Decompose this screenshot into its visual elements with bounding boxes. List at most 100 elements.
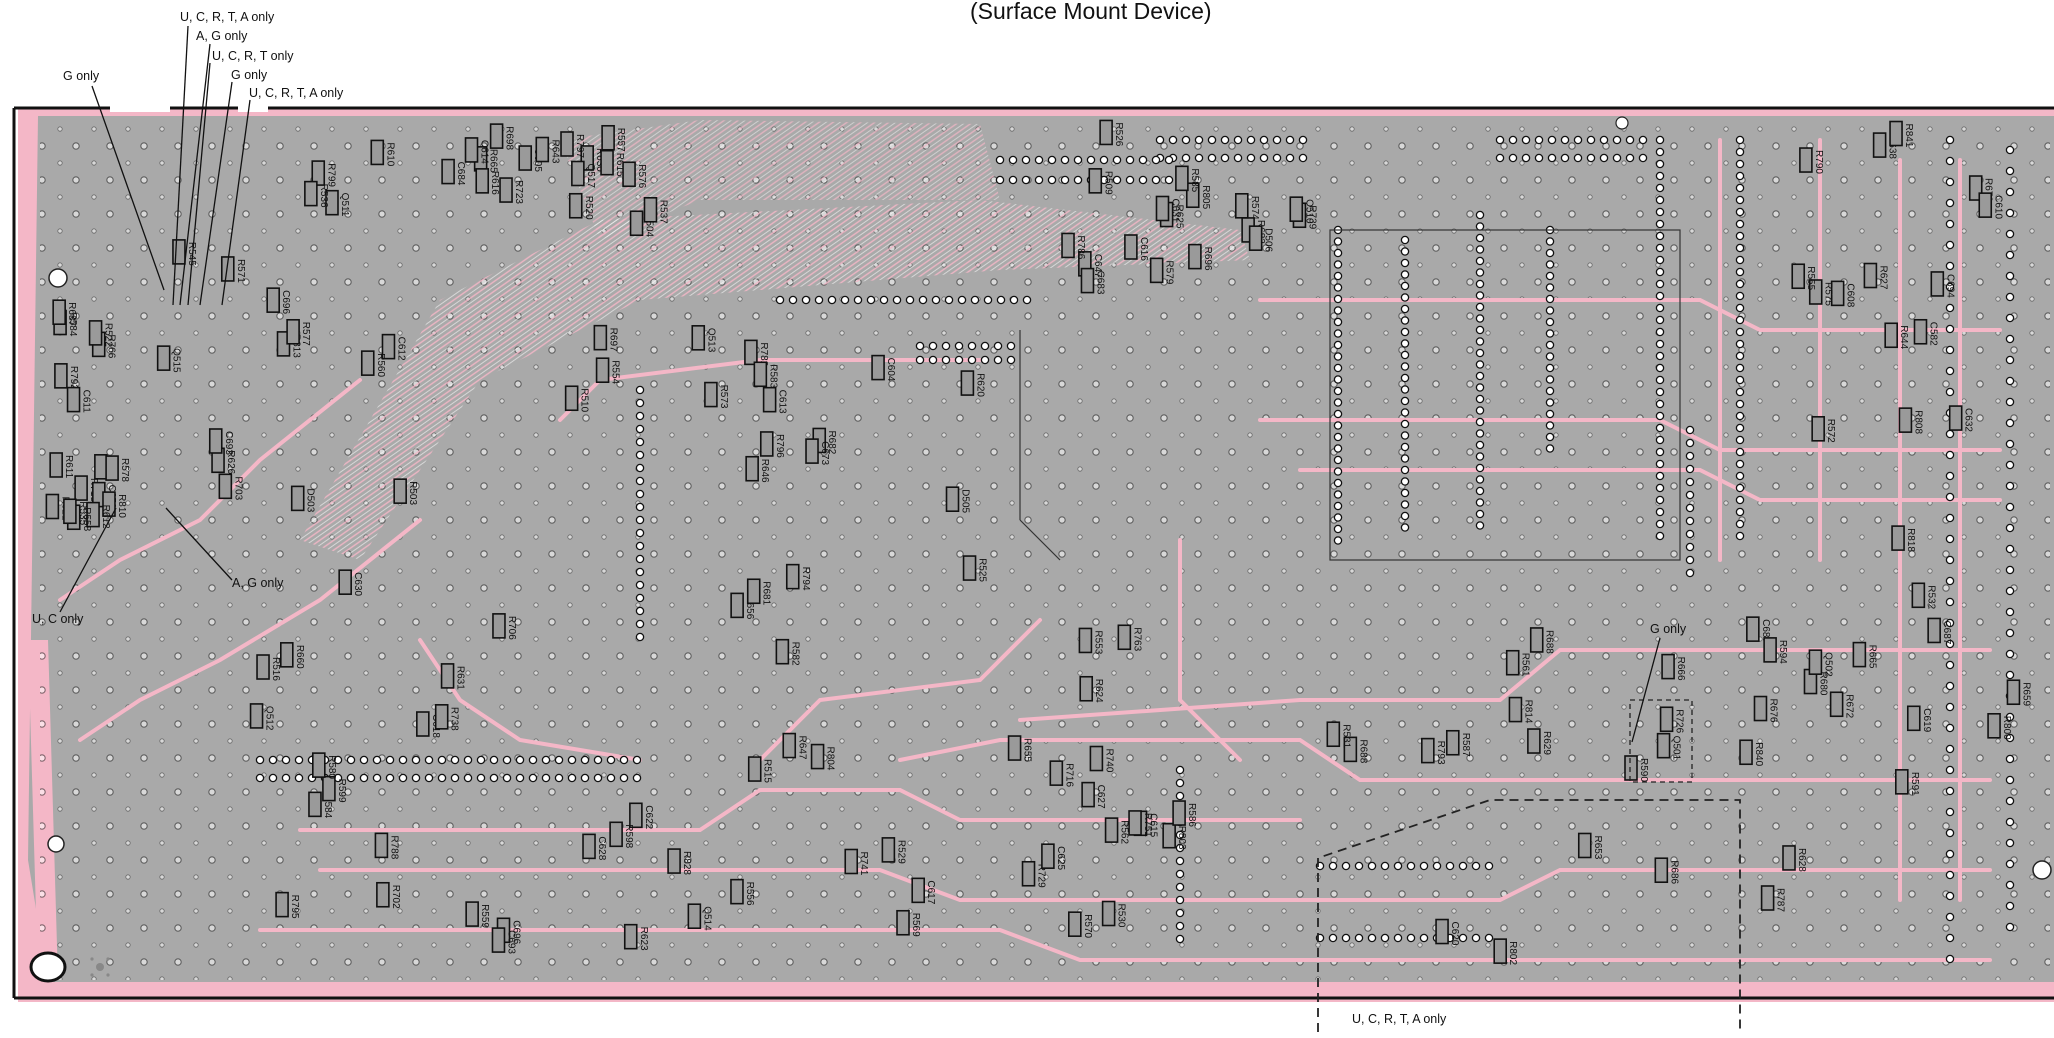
header-pin (424, 773, 434, 783)
header-pin (1655, 171, 1665, 181)
smd-part: D505 (945, 486, 971, 514)
smd-part: R840 (1739, 739, 1764, 767)
header-pin (1586, 153, 1596, 163)
smd-body (568, 192, 583, 219)
smd-body (1760, 885, 1775, 911)
smd-body (601, 124, 615, 151)
header-pin (1534, 153, 1544, 163)
header-pin (801, 295, 811, 305)
trace (318, 868, 1992, 902)
header-pin (1475, 314, 1485, 323)
header-pin (1475, 383, 1485, 392)
trace (1178, 538, 1242, 762)
smd-part: Q514 (687, 903, 712, 931)
header-pin (1945, 576, 1955, 586)
smd-body (66, 386, 81, 413)
header-pin (1945, 744, 1955, 754)
header-pin (2005, 796, 2015, 806)
header-pin (1945, 219, 1955, 229)
smd-body (1445, 729, 1460, 756)
smd-part: R537 (643, 196, 668, 224)
header-pin (1400, 477, 1410, 486)
smd-body (1889, 120, 1903, 147)
smd-part: R522 (88, 320, 114, 347)
smd-body (105, 455, 119, 481)
header-pin (1008, 175, 1018, 185)
header-pin (1685, 438, 1695, 448)
note-top-2: A, G only (196, 29, 248, 43)
header-pin (1655, 435, 1665, 445)
header-pin (1272, 153, 1282, 163)
part-label: R535 (77, 501, 88, 525)
header-pin (1508, 153, 1518, 163)
header-pin (1220, 135, 1230, 145)
header-pin (1400, 339, 1410, 348)
smd-part: R681 (746, 578, 772, 606)
header-pin (1545, 340, 1555, 350)
header-pin (967, 341, 977, 351)
part-label: Q512 (264, 706, 275, 731)
part-label: R503 (407, 481, 418, 505)
smd-body (1577, 832, 1592, 859)
mounting-hole (47, 835, 65, 853)
header-pin (2005, 754, 2015, 764)
header-pin (1638, 153, 1648, 163)
part-label: R741 (858, 851, 869, 875)
smd-body (1081, 781, 1095, 808)
header-pin (1655, 375, 1665, 385)
header-pin (1233, 153, 1243, 163)
header-pin (1175, 843, 1185, 853)
smd-body (1872, 132, 1887, 158)
smd-part: R804 (810, 743, 836, 771)
header-pin (1060, 175, 1070, 185)
header-pin (2005, 502, 2015, 512)
header-pin (1735, 507, 1745, 517)
part-label: R653 (1592, 835, 1603, 859)
header-pin (635, 398, 645, 408)
smd-part: R802 (1493, 938, 1518, 965)
header-pin (1047, 175, 1057, 185)
header-pin (398, 755, 408, 765)
part-label: R573 (718, 385, 729, 409)
header-pin (1471, 933, 1481, 943)
part-label: C647 (1092, 254, 1103, 278)
smd-part: R814 (1508, 696, 1533, 724)
header-pin (1400, 454, 1410, 463)
smd-part: C627 (1081, 781, 1106, 809)
header-pin (1400, 396, 1410, 406)
header-pin (1175, 830, 1185, 840)
header-pin (1625, 153, 1635, 163)
header-pin (1233, 135, 1243, 145)
smd-part: R599 (322, 775, 347, 803)
smd-part: R598 (609, 821, 634, 849)
header-pin (1735, 219, 1745, 229)
part-label: R586 (1186, 803, 1197, 827)
part-label: R590 (1638, 758, 1649, 782)
header-pin (1400, 304, 1410, 314)
smd-part: R572 (1811, 416, 1836, 443)
header-pin (1612, 135, 1622, 145)
header-pin (385, 755, 395, 765)
part-label: C632 (1963, 408, 1974, 432)
part-label: R795 (289, 895, 300, 919)
smd-part: C612 (381, 333, 406, 361)
header-pin (1945, 177, 1955, 187)
part-label: C628 (596, 836, 607, 860)
smd-part: C687 (1746, 616, 1771, 643)
part-label: R509 (1102, 171, 1113, 195)
header-pin (1625, 135, 1635, 145)
smd-body (571, 160, 585, 187)
smd-body (1791, 263, 1806, 290)
smd-body (881, 837, 896, 863)
header-pin (1354, 861, 1364, 871)
header-pin (1475, 417, 1485, 427)
header-pin (437, 773, 447, 783)
part-label: R686 (1668, 860, 1679, 884)
smd-part: C620 (1435, 918, 1460, 946)
smd-body (1913, 318, 1928, 345)
smd-body (338, 569, 352, 595)
header-pin (1475, 325, 1485, 335)
header-pin (915, 355, 925, 365)
header-pin (385, 773, 395, 783)
part-label: R786 (1075, 235, 1086, 259)
